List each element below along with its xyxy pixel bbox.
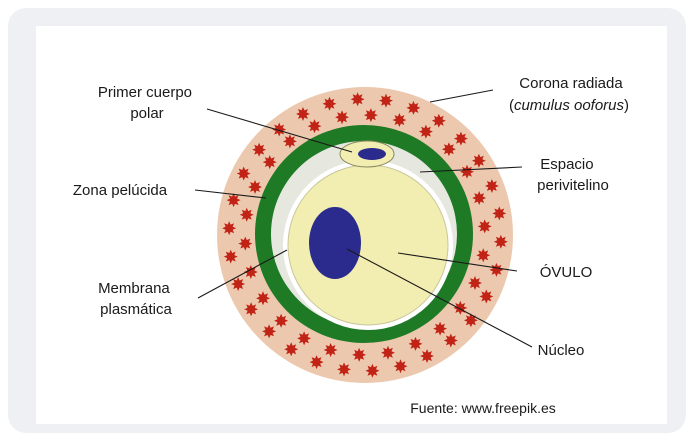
label-primer-cuerpo-polar: Primer cuerpo polar	[98, 84, 196, 122]
label-membrana-plasmatica: Membrana plasmática	[98, 280, 174, 318]
polar-body-nucleus	[358, 148, 386, 160]
label-nucleo: Núcleo	[538, 342, 585, 359]
label-espacio-perivitelino: Espacio perivitelino	[537, 156, 609, 194]
source-credit: Fuente: www.freepik.es	[410, 400, 556, 416]
label-zona-pelucida: Zona pelúcida	[73, 182, 168, 199]
label-ovulo: ÓVULO	[540, 264, 593, 281]
leader-corona-radiada	[430, 90, 493, 102]
label-corona-radiada: Corona radiada	[519, 75, 623, 92]
nucleo	[309, 207, 361, 279]
label-cumulus-ooforus: (cumulus ooforus)	[509, 97, 629, 114]
